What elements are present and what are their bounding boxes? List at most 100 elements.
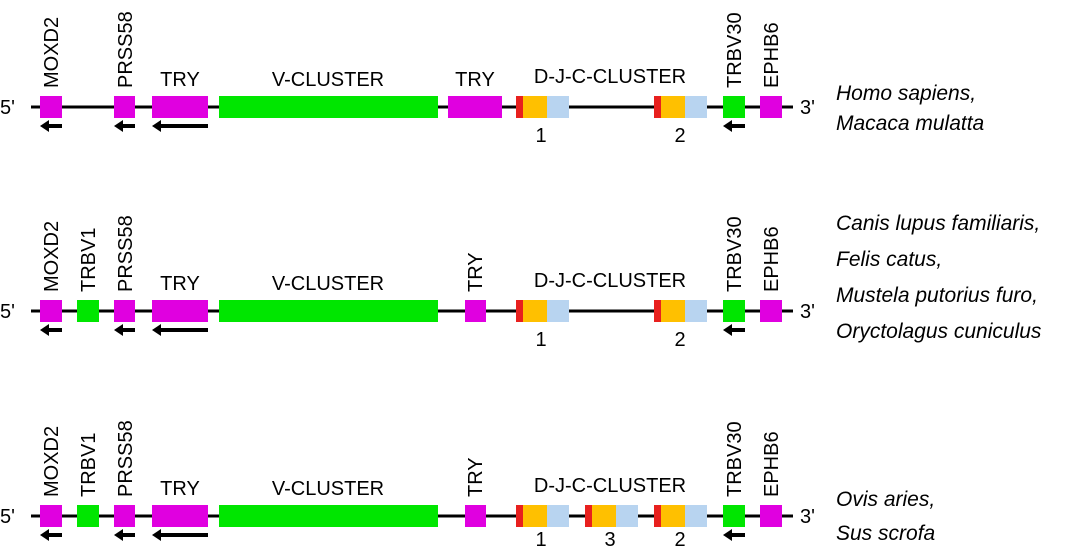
trbv1-gene [77,300,99,322]
djc-number: 1 [535,125,546,147]
djc-number: 2 [674,329,685,351]
djc-cluster-label: D-J-C-CLUSTER [534,270,686,292]
v-cluster [219,300,438,322]
five-prime-label: 5' [0,301,15,323]
djc-cluster-label: D-J-C-CLUSTER [534,475,686,497]
prss58-gene [114,505,135,527]
djc-number: 2 [674,125,685,147]
j-segment [523,96,547,118]
ephb6-gene [760,96,782,118]
moxd2-label: MOXD2 [41,426,63,497]
moxd2-gene [40,300,62,322]
trbv30-gene [723,96,745,118]
djc-number: 3 [604,529,615,548]
trbv30-gene [723,505,745,527]
ephb6-gene [760,300,782,322]
v-cluster [219,505,438,527]
left-arrow-icon [723,529,745,541]
try-label-2: TRY [455,69,495,91]
trbv1-gene [77,505,99,527]
three-prime-label: 3' [800,301,815,323]
djc-unit-1 [516,300,569,322]
left-arrow-icon [114,529,135,541]
species-name: Macaca mulatta [836,112,984,135]
trbv30-label: TRBV30 [724,421,746,497]
djc-unit-2 [654,505,707,527]
locus-row-1: 5' 3' MOXD2 PRSS58 TRY V-CLUSTER TRY D-J… [0,11,984,147]
d-segment [654,300,661,322]
d-segment [654,96,661,118]
left-arrow-icon [40,324,62,336]
v-cluster-label: V-CLUSTER [272,478,384,500]
j-segment [661,505,685,527]
j-segment [523,300,547,322]
ephb6-label: EPHB6 [761,226,783,292]
trbv30-label: TRBV30 [724,12,746,88]
try-gene-1 [152,96,208,118]
moxd2-label: MOXD2 [41,221,63,292]
left-arrow-icon [723,120,745,132]
j-segment [523,505,547,527]
c-segment [547,505,569,527]
v-cluster [219,96,438,118]
try-gene-2 [448,96,502,118]
d-segment [654,505,661,527]
j-segment [661,96,685,118]
try-gene-2 [465,505,486,527]
try-label-1: TRY [160,478,200,500]
locus-row-2: 5' 3' MOXD2 TRBV1 PRSS58 TRY V-CLUSTER T… [0,212,1042,351]
moxd2-gene [40,505,62,527]
djc-unit-1 [516,505,569,527]
species-name: Ovis aries, [836,488,935,511]
prss58-label: PRSS58 [115,215,137,292]
try-gene-1 [152,505,208,527]
ephb6-gene [760,505,782,527]
c-segment [547,96,569,118]
left-arrow-icon [40,529,62,541]
j-segment [592,505,616,527]
species-name: Sus scrofa [836,522,935,545]
left-arrow-icon [152,324,208,336]
species-name: Mustela putorius furo, [836,284,1038,307]
trbv30-label: TRBV30 [724,216,746,292]
left-arrow-icon [152,529,208,541]
c-segment [685,300,707,322]
try-gene-1 [152,300,208,322]
c-segment [685,505,707,527]
five-prime-label: 5' [0,506,15,528]
c-segment [685,96,707,118]
trbv1-label: TRBV1 [78,228,100,292]
prss58-gene [114,300,135,322]
species-name: Homo sapiens, [836,82,976,105]
species-name: Oryctolagus cuniculus [836,320,1042,343]
three-prime-label: 3' [800,506,815,528]
moxd2-label: MOXD2 [41,17,63,88]
try-label-1: TRY [160,69,200,91]
try-label-2: TRY [465,252,487,292]
left-arrow-icon [114,324,135,336]
try-label-1: TRY [160,273,200,295]
three-prime-label: 3' [800,97,815,119]
locus-row-3: 5' 3' MOXD2 TRBV1 PRSS58 TRY V-CLUSTER T… [0,420,935,548]
try-gene-2 [465,300,486,322]
left-arrow-icon [723,324,745,336]
species-name: Canis lupus familiaris, [836,212,1040,235]
trbv30-gene [723,300,745,322]
ephb6-label: EPHB6 [761,431,783,497]
c-segment [616,505,638,527]
moxd2-gene [40,96,62,118]
j-segment [661,300,685,322]
left-arrow-icon [152,120,208,132]
c-segment [547,300,569,322]
five-prime-label: 5' [0,97,15,119]
djc-number: 1 [535,529,546,548]
djc-unit-1 [516,96,569,118]
d-segment [585,505,592,527]
prss58-label: PRSS58 [115,420,137,497]
left-arrow-icon [40,120,62,132]
djc-unit-3 [585,505,638,527]
djc-number: 1 [535,329,546,351]
djc-unit-2 [654,96,707,118]
prss58-label: PRSS58 [115,11,137,88]
